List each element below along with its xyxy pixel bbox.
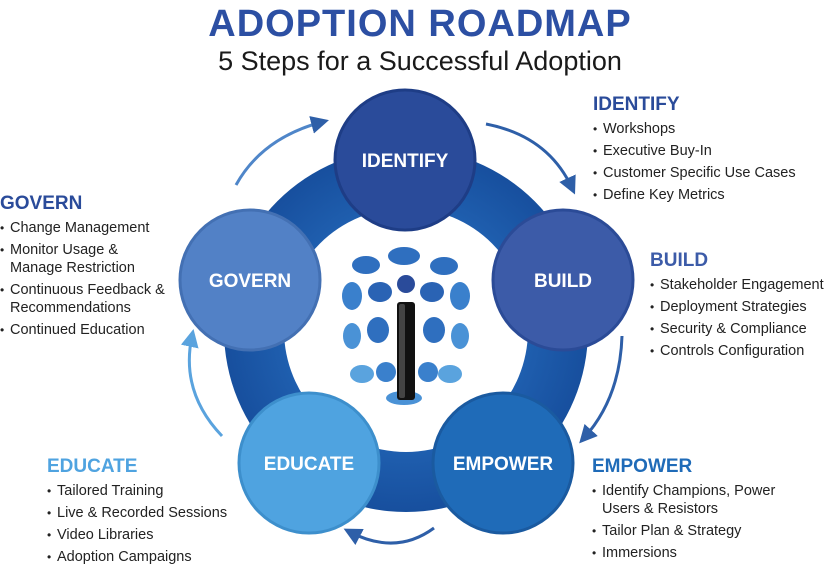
list-item: Stakeholder Engagement bbox=[650, 276, 840, 294]
list-item: Customer Specific Use Cases bbox=[593, 164, 796, 182]
arrow-empower-to-educate bbox=[343, 526, 435, 545]
arrow-educate-to-govern bbox=[180, 328, 224, 438]
step-educate: EDUCATE bbox=[237, 391, 381, 535]
panel-govern: GOVERN Change Management Monitor Usage &… bbox=[0, 193, 172, 343]
step-empower: EMPOWER bbox=[431, 391, 575, 535]
list-item: Immersions bbox=[592, 544, 802, 562]
panel-build-list: Stakeholder Engagement Deployment Strate… bbox=[650, 276, 840, 360]
list-item: Executive Buy-In bbox=[593, 142, 796, 160]
list-item: Deployment Strategies bbox=[650, 298, 840, 316]
panel-govern-heading: GOVERN bbox=[0, 193, 83, 214]
page-subtitle: 5 Steps for a Successful Adoption bbox=[218, 46, 622, 76]
step-identify-label: IDENTIFY bbox=[362, 151, 449, 172]
panel-educate: EDUCATE Tailored Training Live & Recorde… bbox=[47, 456, 257, 570]
panel-empower-heading: EMPOWER bbox=[592, 456, 693, 477]
arrow-govern-to-identify bbox=[234, 116, 329, 186]
list-item: Tailored Training bbox=[47, 482, 257, 500]
panel-identify-heading: IDENTIFY bbox=[593, 94, 680, 115]
panel-identify-list: Workshops Executive Buy-In Customer Spec… bbox=[593, 120, 796, 204]
list-item: Workshops bbox=[593, 120, 796, 138]
page-title: ADOPTION ROADMAP bbox=[208, 3, 632, 45]
list-item: Change Management bbox=[0, 219, 172, 237]
list-item: Continued Education bbox=[0, 321, 172, 339]
list-item: Live & Recorded Sessions bbox=[47, 504, 257, 522]
list-item: Identify Champions, Power Users & Resist… bbox=[592, 482, 802, 518]
step-govern-label: GOVERN bbox=[209, 271, 291, 292]
list-item: Security & Compliance bbox=[650, 320, 840, 338]
panel-empower-list: Identify Champions, Power Users & Resist… bbox=[592, 482, 802, 562]
step-identify: IDENTIFY bbox=[333, 88, 477, 232]
step-build-label: BUILD bbox=[534, 271, 592, 292]
list-item: Tailor Plan & Strategy bbox=[592, 522, 802, 540]
arrow-identify-to-build bbox=[485, 122, 576, 195]
stylized-i-logo bbox=[342, 247, 470, 405]
list-item: Adoption Campaigns bbox=[47, 548, 257, 566]
step-empower-label: EMPOWER bbox=[453, 454, 554, 475]
list-item: Continuous Feedback & Recommendations bbox=[0, 281, 172, 317]
step-build: BUILD bbox=[491, 208, 635, 352]
panel-build: BUILD Stakeholder Engagement Deployment … bbox=[650, 250, 840, 364]
step-govern: GOVERN bbox=[178, 208, 322, 352]
panel-identify: IDENTIFY Workshops Executive Buy-In Cust… bbox=[593, 94, 796, 208]
panel-build-heading: BUILD bbox=[650, 250, 709, 271]
list-item: Controls Configuration bbox=[650, 342, 840, 360]
list-item: Define Key Metrics bbox=[593, 186, 796, 204]
arrow-build-to-empower bbox=[579, 335, 624, 444]
panel-educate-heading: EDUCATE bbox=[47, 456, 138, 477]
panel-educate-list: Tailored Training Live & Recorded Sessio… bbox=[47, 482, 257, 566]
step-educate-label: EDUCATE bbox=[264, 454, 354, 475]
panel-govern-list: Change Management Monitor Usage & Manage… bbox=[0, 219, 172, 339]
list-item: Monitor Usage & Manage Restriction bbox=[0, 241, 172, 277]
list-item: Video Libraries bbox=[47, 526, 257, 544]
panel-empower: EMPOWER Identify Champions, Power Users … bbox=[592, 456, 802, 566]
